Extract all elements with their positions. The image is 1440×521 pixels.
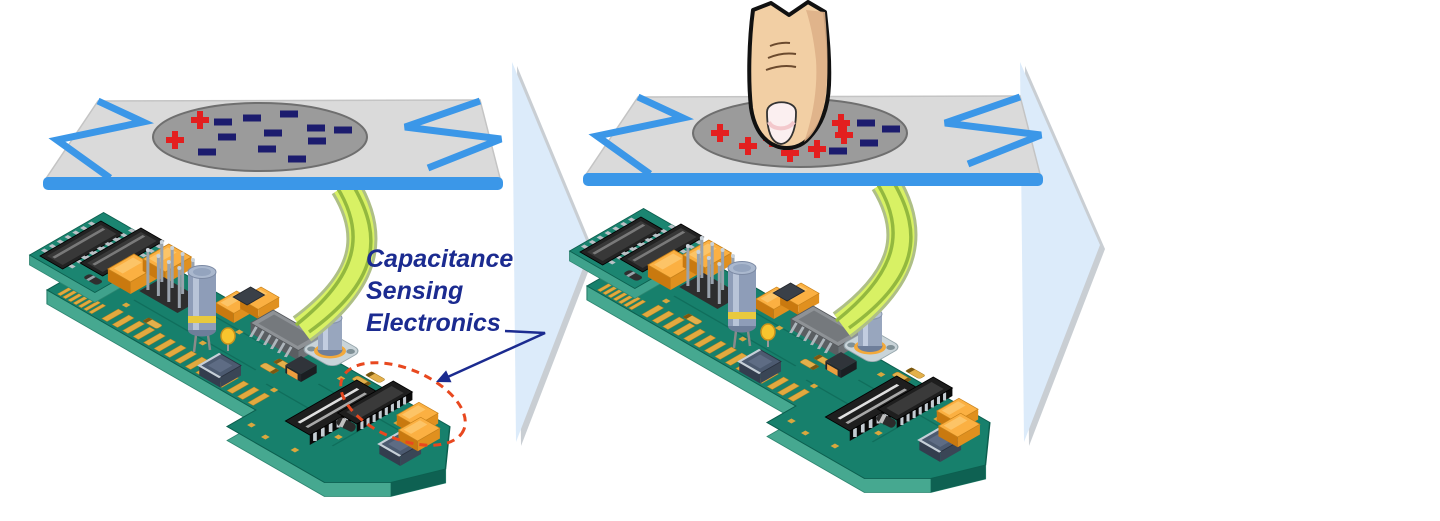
charges-left-plus bbox=[166, 111, 209, 149]
chevron-arrow-1 bbox=[512, 62, 595, 446]
minus-charge-icon bbox=[258, 145, 276, 153]
panel-untouched bbox=[0, 100, 546, 521]
plus-charge-icon bbox=[835, 126, 853, 144]
capacitance-label: Capacitance Sensing Electronics bbox=[366, 245, 514, 337]
minus-charge-icon bbox=[218, 133, 236, 141]
minus-charge-icon bbox=[308, 137, 326, 145]
plus-charge-icon bbox=[808, 140, 826, 158]
charges-middle-minus bbox=[829, 119, 900, 155]
chevron-arrow-2 bbox=[1020, 62, 1105, 446]
minus-charge-icon bbox=[307, 124, 325, 132]
plus-charge-icon bbox=[711, 124, 729, 142]
plus-charge-icon bbox=[832, 114, 850, 132]
minus-charge-icon bbox=[829, 147, 847, 155]
minus-charge-icon bbox=[243, 114, 261, 122]
minus-charge-icon bbox=[280, 110, 298, 118]
plus-charge-icon bbox=[191, 111, 209, 129]
minus-charge-icon bbox=[857, 119, 875, 127]
minus-charge-icon bbox=[334, 126, 352, 134]
plus-charge-icon bbox=[166, 131, 184, 149]
minus-charge-icon bbox=[198, 148, 216, 156]
minus-charge-icon bbox=[882, 125, 900, 133]
highlight-ellipse bbox=[339, 361, 467, 447]
plus-charge-icon bbox=[739, 137, 757, 155]
minus-charge-icon bbox=[264, 129, 282, 137]
finger-illustration bbox=[747, 0, 832, 151]
minus-charge-icon bbox=[214, 118, 232, 126]
minus-charge-icon bbox=[860, 139, 878, 147]
charges-left-minus bbox=[198, 110, 352, 163]
minus-charge-icon bbox=[288, 155, 306, 163]
panel-touched bbox=[507, 0, 1064, 521]
callout-arrow bbox=[436, 329, 546, 383]
plus-charge-icon bbox=[781, 144, 799, 162]
